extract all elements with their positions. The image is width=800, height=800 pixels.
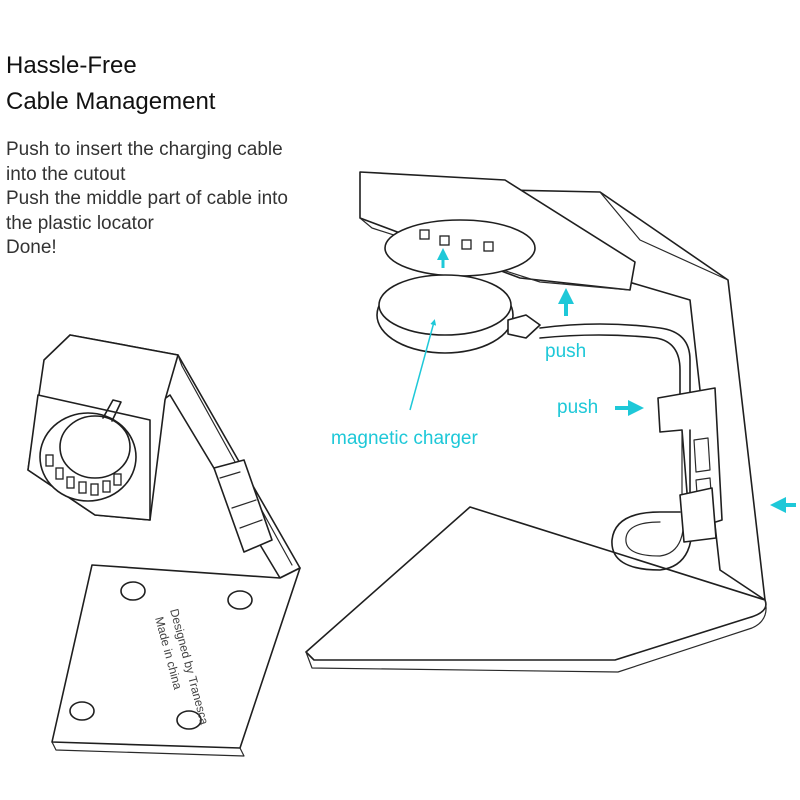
instruction-line-1: Push to insert the charging cable [6,139,283,160]
cable-loop [611,429,693,571]
label-magnetic-charger: magnetic charger [331,428,478,449]
right-stand [305,171,767,673]
left-stand-base-edge [51,741,245,757]
right-stand-column-edge [599,191,729,281]
screw-hole-2 [227,590,253,610]
charging-cable [539,323,691,421]
right-stand-base-edge [305,599,767,673]
left-ring-teeth [45,454,122,496]
bottom-clip [679,487,717,543]
charger-pointer-line [409,319,437,411]
charging-cable-inner [539,334,681,421]
screw-hole-3 [69,701,95,721]
instruction-list: Push to insert the charging cable into t… [6,138,288,261]
left-stand: Designed by Tranesca Made in china [27,334,301,757]
indicator-arrows [409,248,796,513]
instruction-line-4: the plastic locator [6,212,154,234]
magnetic-charger-top [378,274,512,336]
cable-loop-inner [625,429,685,557]
page-title: Hassle-Free Cable Management [6,48,215,120]
watch-holder-recess [384,219,536,277]
screw-hole-4 [176,710,202,730]
title-line-2: Cable Management [6,88,216,115]
label-push-top: push [545,341,587,362]
left-cable-locator [213,459,273,553]
left-cable-locator-detail [219,471,263,529]
instruction-line-5: Done! [6,237,57,258]
holder-teeth [419,229,494,252]
label-push-side: push [557,397,599,418]
instruction-line-2: into the cutout [6,163,126,185]
instruction-line-3: Push the middle part of cable into [6,188,289,209]
title-line-1: Hassle-Free [6,52,137,79]
charger-plug [507,314,541,339]
left-stand-base [51,564,301,749]
left-charger-ring-inner [59,415,131,479]
screw-hole-1 [120,581,146,601]
left-cable-notch [102,399,122,422]
